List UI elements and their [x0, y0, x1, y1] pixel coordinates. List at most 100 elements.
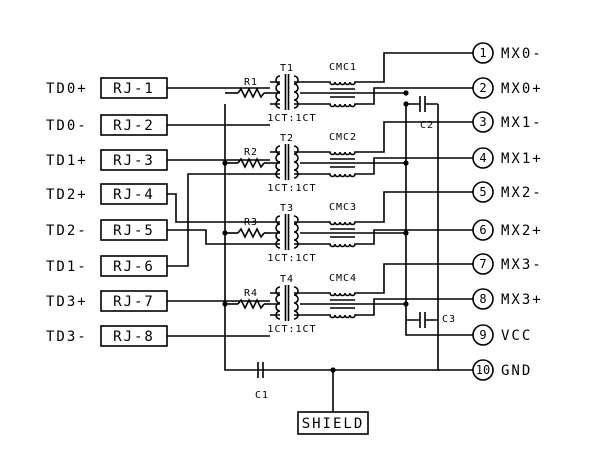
- resistor-4: [237, 298, 265, 310]
- choke-core: [330, 228, 355, 238]
- gnd-rail: [437, 104, 473, 371]
- transformer-primary-coil: [275, 75, 281, 109]
- resistor-1: [237, 87, 265, 99]
- shield-label: SHIELD: [302, 416, 365, 432]
- choke-label-1: CMC1: [329, 62, 357, 73]
- signal-label-3: TD1+: [46, 153, 88, 169]
- transformer-primary-coil: [275, 145, 281, 179]
- signal-label-8: TD3-: [46, 329, 88, 345]
- choke-winding: [322, 314, 364, 319]
- pin-label-8: MX3+: [501, 292, 543, 308]
- pin-label-9: VCC: [501, 328, 532, 344]
- signal-label-2: TD0-: [46, 118, 88, 134]
- resistor-label-3: R3: [244, 217, 258, 228]
- signal-label-5: TD2-: [46, 223, 88, 239]
- pin-wire-4: [364, 157, 473, 175]
- left-rail: [224, 104, 440, 371]
- shield-box: [297, 411, 369, 435]
- pin-label-6: MX2+: [501, 223, 543, 239]
- transformer-core: [284, 74, 290, 110]
- capacitor-label-c1: C1: [255, 390, 269, 401]
- pin-circle-1: [472, 42, 494, 64]
- components: [100, 42, 494, 435]
- choke-winding: [322, 151, 364, 156]
- pin-wire-8: [364, 298, 473, 316]
- signal-label-6: TD1-: [46, 259, 88, 275]
- junction-dot: [403, 160, 409, 166]
- signal-label-4: TD2+: [46, 187, 88, 203]
- pin-circle-4: [472, 147, 494, 169]
- junction-dot: [403, 90, 409, 96]
- wires: [167, 52, 473, 412]
- transformer-label-4: T4: [280, 274, 294, 285]
- pin-number-4: 4: [479, 151, 486, 165]
- junction-dot: [222, 301, 228, 307]
- pin-circle-10: [472, 359, 494, 381]
- rj-box-6: [100, 255, 168, 277]
- transformer-secondary-coil: [293, 75, 299, 109]
- transformer-label-1: T1: [280, 63, 294, 74]
- transformer-core: [284, 285, 290, 321]
- choke-winding: [322, 292, 364, 297]
- pin-number-9: 9: [479, 328, 486, 342]
- rj-box-8: [100, 325, 168, 347]
- choke-core: [330, 299, 355, 309]
- junction-dot: [330, 367, 336, 373]
- pin-circle-3: [472, 111, 494, 133]
- capacitor-c2: [406, 96, 438, 112]
- pin-number-1: 1: [479, 46, 486, 60]
- rj-box-4: [100, 183, 168, 205]
- transformer-ratio-4: 1CT:1CT: [267, 324, 316, 335]
- signal-label-7: TD3+: [46, 294, 88, 310]
- resistor-3: [237, 227, 265, 239]
- resistor-label-1: R1: [244, 77, 258, 88]
- pin-wire-3: [364, 121, 473, 153]
- choke-label-3: CMC3: [329, 202, 357, 213]
- transformer-label-2: T2: [280, 133, 294, 144]
- pin-number-7: 7: [479, 257, 486, 271]
- pin-wire-7: [364, 263, 473, 294]
- transformer-ratio-1: 1CT:1CT: [267, 113, 316, 124]
- pin-circle-6: [472, 219, 494, 241]
- junction-dot: [403, 301, 409, 307]
- rj-label-5: RJ-5: [113, 223, 155, 239]
- pin-label-5: MX2-: [501, 185, 543, 201]
- choke-label-4: CMC4: [329, 273, 357, 284]
- junction-dot: [222, 160, 228, 166]
- signal-label-1: TD0+: [46, 81, 88, 97]
- pin-label-10: GND: [501, 363, 532, 379]
- labels: TD0+RJ-1TD0-RJ-2TD1+RJ-3TD2+RJ-4TD2-RJ-5…: [46, 46, 543, 432]
- rj-box-1: [100, 77, 168, 99]
- resistor-2: [237, 157, 265, 169]
- transformer-secondary-coil: [293, 215, 299, 249]
- pin-number-2: 2: [479, 81, 486, 95]
- vcc-rail: [405, 104, 473, 336]
- transformer-primary-coil: [275, 215, 281, 249]
- rj-label-8: RJ-8: [113, 329, 155, 345]
- pin-wire-1: [364, 52, 473, 83]
- capacitor-label-c3: C3: [442, 314, 456, 325]
- pin-number-3: 3: [479, 115, 486, 129]
- capacitor-c3: [406, 312, 438, 328]
- pin-label-3: MX1-: [501, 115, 543, 131]
- junction-dot: [403, 230, 409, 236]
- choke-winding: [322, 221, 364, 226]
- rj-box-3: [100, 149, 168, 171]
- transformer-primary-coil: [275, 286, 281, 320]
- pin-number-6: 6: [479, 223, 486, 237]
- choke-winding: [322, 81, 364, 86]
- pin-label-4: MX1+: [501, 151, 543, 167]
- rj-label-6: RJ-6: [113, 259, 155, 275]
- capacitor-label-c2: C2: [420, 120, 434, 131]
- choke-core: [330, 88, 355, 98]
- transformer-ratio-3: 1CT:1CT: [267, 253, 316, 264]
- pin-number-5: 5: [479, 185, 486, 199]
- rj-box-5: [100, 219, 168, 241]
- pin-wire-2: [364, 87, 473, 105]
- rj-box-7: [100, 290, 168, 312]
- pin-circle-5: [472, 181, 494, 203]
- resistor-label-4: R4: [244, 288, 258, 299]
- choke-winding: [322, 103, 364, 108]
- pin-label-2: MX0+: [501, 81, 543, 97]
